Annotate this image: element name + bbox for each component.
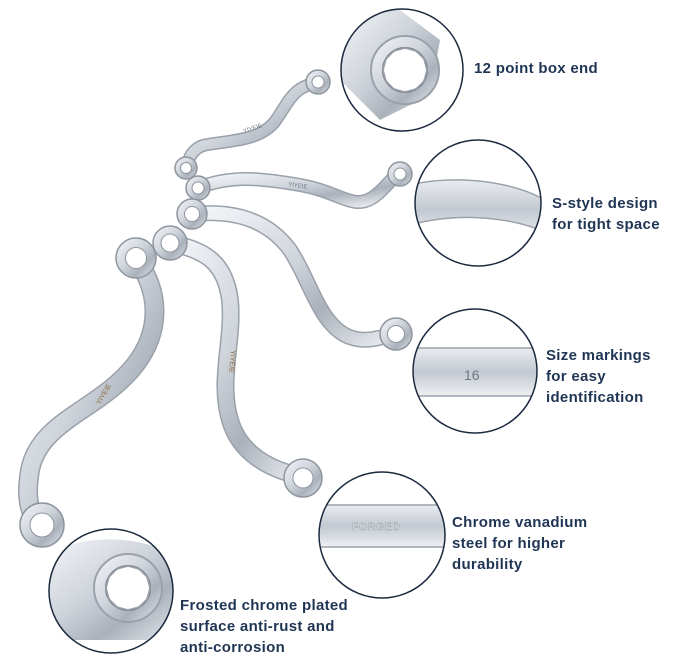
- callout-line: Frosted chrome plated: [180, 597, 348, 614]
- s-wrench-3: [176, 198, 413, 351]
- callout-line: 12 point box end: [474, 60, 598, 77]
- callout-circle-size-markings: 16: [412, 308, 538, 434]
- callout-text-size-markings: Size markings for easy identification: [546, 345, 651, 408]
- callout-line: Size markings: [546, 347, 651, 364]
- callout-line: surface anti-rust and: [180, 618, 335, 635]
- callout-circle-frosted: [48, 528, 174, 654]
- callout-line: anti-corrosion: [180, 639, 286, 656]
- callout-text-box-end: 12 point box end: [474, 58, 598, 79]
- callout-text-s-style: S-style design for tight space: [552, 193, 660, 235]
- s-wrench-1: YIYEIE: [174, 69, 331, 180]
- s-wrench-2: YIYEIE: [185, 161, 413, 209]
- forged-engraving: FORGED: [352, 522, 401, 533]
- callout-line: S-style design: [552, 195, 658, 212]
- callout-line: Chrome vanadium: [452, 514, 588, 531]
- wrench-4-brand: YIYEIE: [227, 350, 236, 373]
- callout-circle-chrome-vanadium: FORGED: [318, 471, 446, 599]
- callout-line: steel for higher: [452, 535, 566, 552]
- callout-text-frosted: Frosted chrome plated surface anti-rust …: [180, 595, 348, 658]
- callout-line: for tight space: [552, 216, 660, 233]
- s-wrench-4: YIYEIE: [152, 225, 323, 498]
- wrench-1-brand: YIYEIE: [243, 123, 263, 135]
- callout-text-chrome-vanadium: Chrome vanadium steel for higher durabil…: [452, 512, 587, 575]
- callout-circle-s-style: [414, 139, 542, 267]
- callout-line: for easy: [546, 368, 606, 385]
- callout-circle-box-end: [340, 8, 464, 132]
- size-engraving: 16: [464, 367, 480, 383]
- s-wrench-5: YIYEIE: [18, 237, 165, 548]
- callout-line: durability: [452, 556, 523, 573]
- callout-line: identification: [546, 389, 644, 406]
- wrench-2-brand: YIYEIE: [288, 182, 308, 191]
